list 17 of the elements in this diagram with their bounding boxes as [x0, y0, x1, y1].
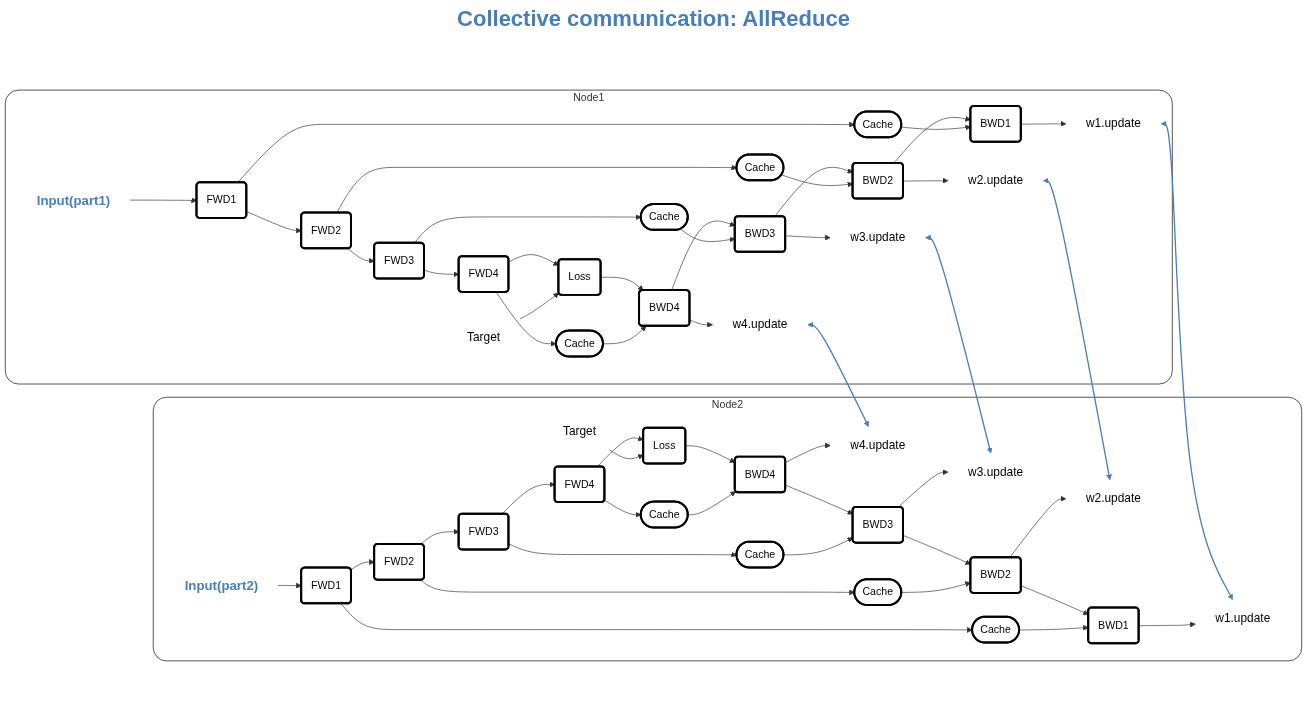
node-text: w1.update	[1085, 116, 1141, 131]
node-text: w1.update	[1215, 611, 1271, 625]
arrow	[807, 321, 869, 427]
arrow	[1160, 120, 1233, 601]
node-text: w4.update	[732, 317, 788, 332]
arrow	[925, 234, 993, 454]
node-text: w2.update	[1085, 491, 1141, 506]
arrow	[1042, 177, 1112, 481]
node-text: w4.update	[850, 438, 906, 452]
node-text: Target	[466, 329, 501, 344]
node-text: Input(part2)	[184, 578, 259, 593]
node-text: Target	[562, 424, 597, 438]
node-text: w3.update	[850, 230, 906, 244]
node-text: w3.update	[968, 465, 1024, 479]
label-text: Collective communication: AllReduce	[457, 6, 850, 31]
node-text: w2.update	[968, 173, 1024, 188]
node-text: Input(part1)	[36, 192, 111, 208]
